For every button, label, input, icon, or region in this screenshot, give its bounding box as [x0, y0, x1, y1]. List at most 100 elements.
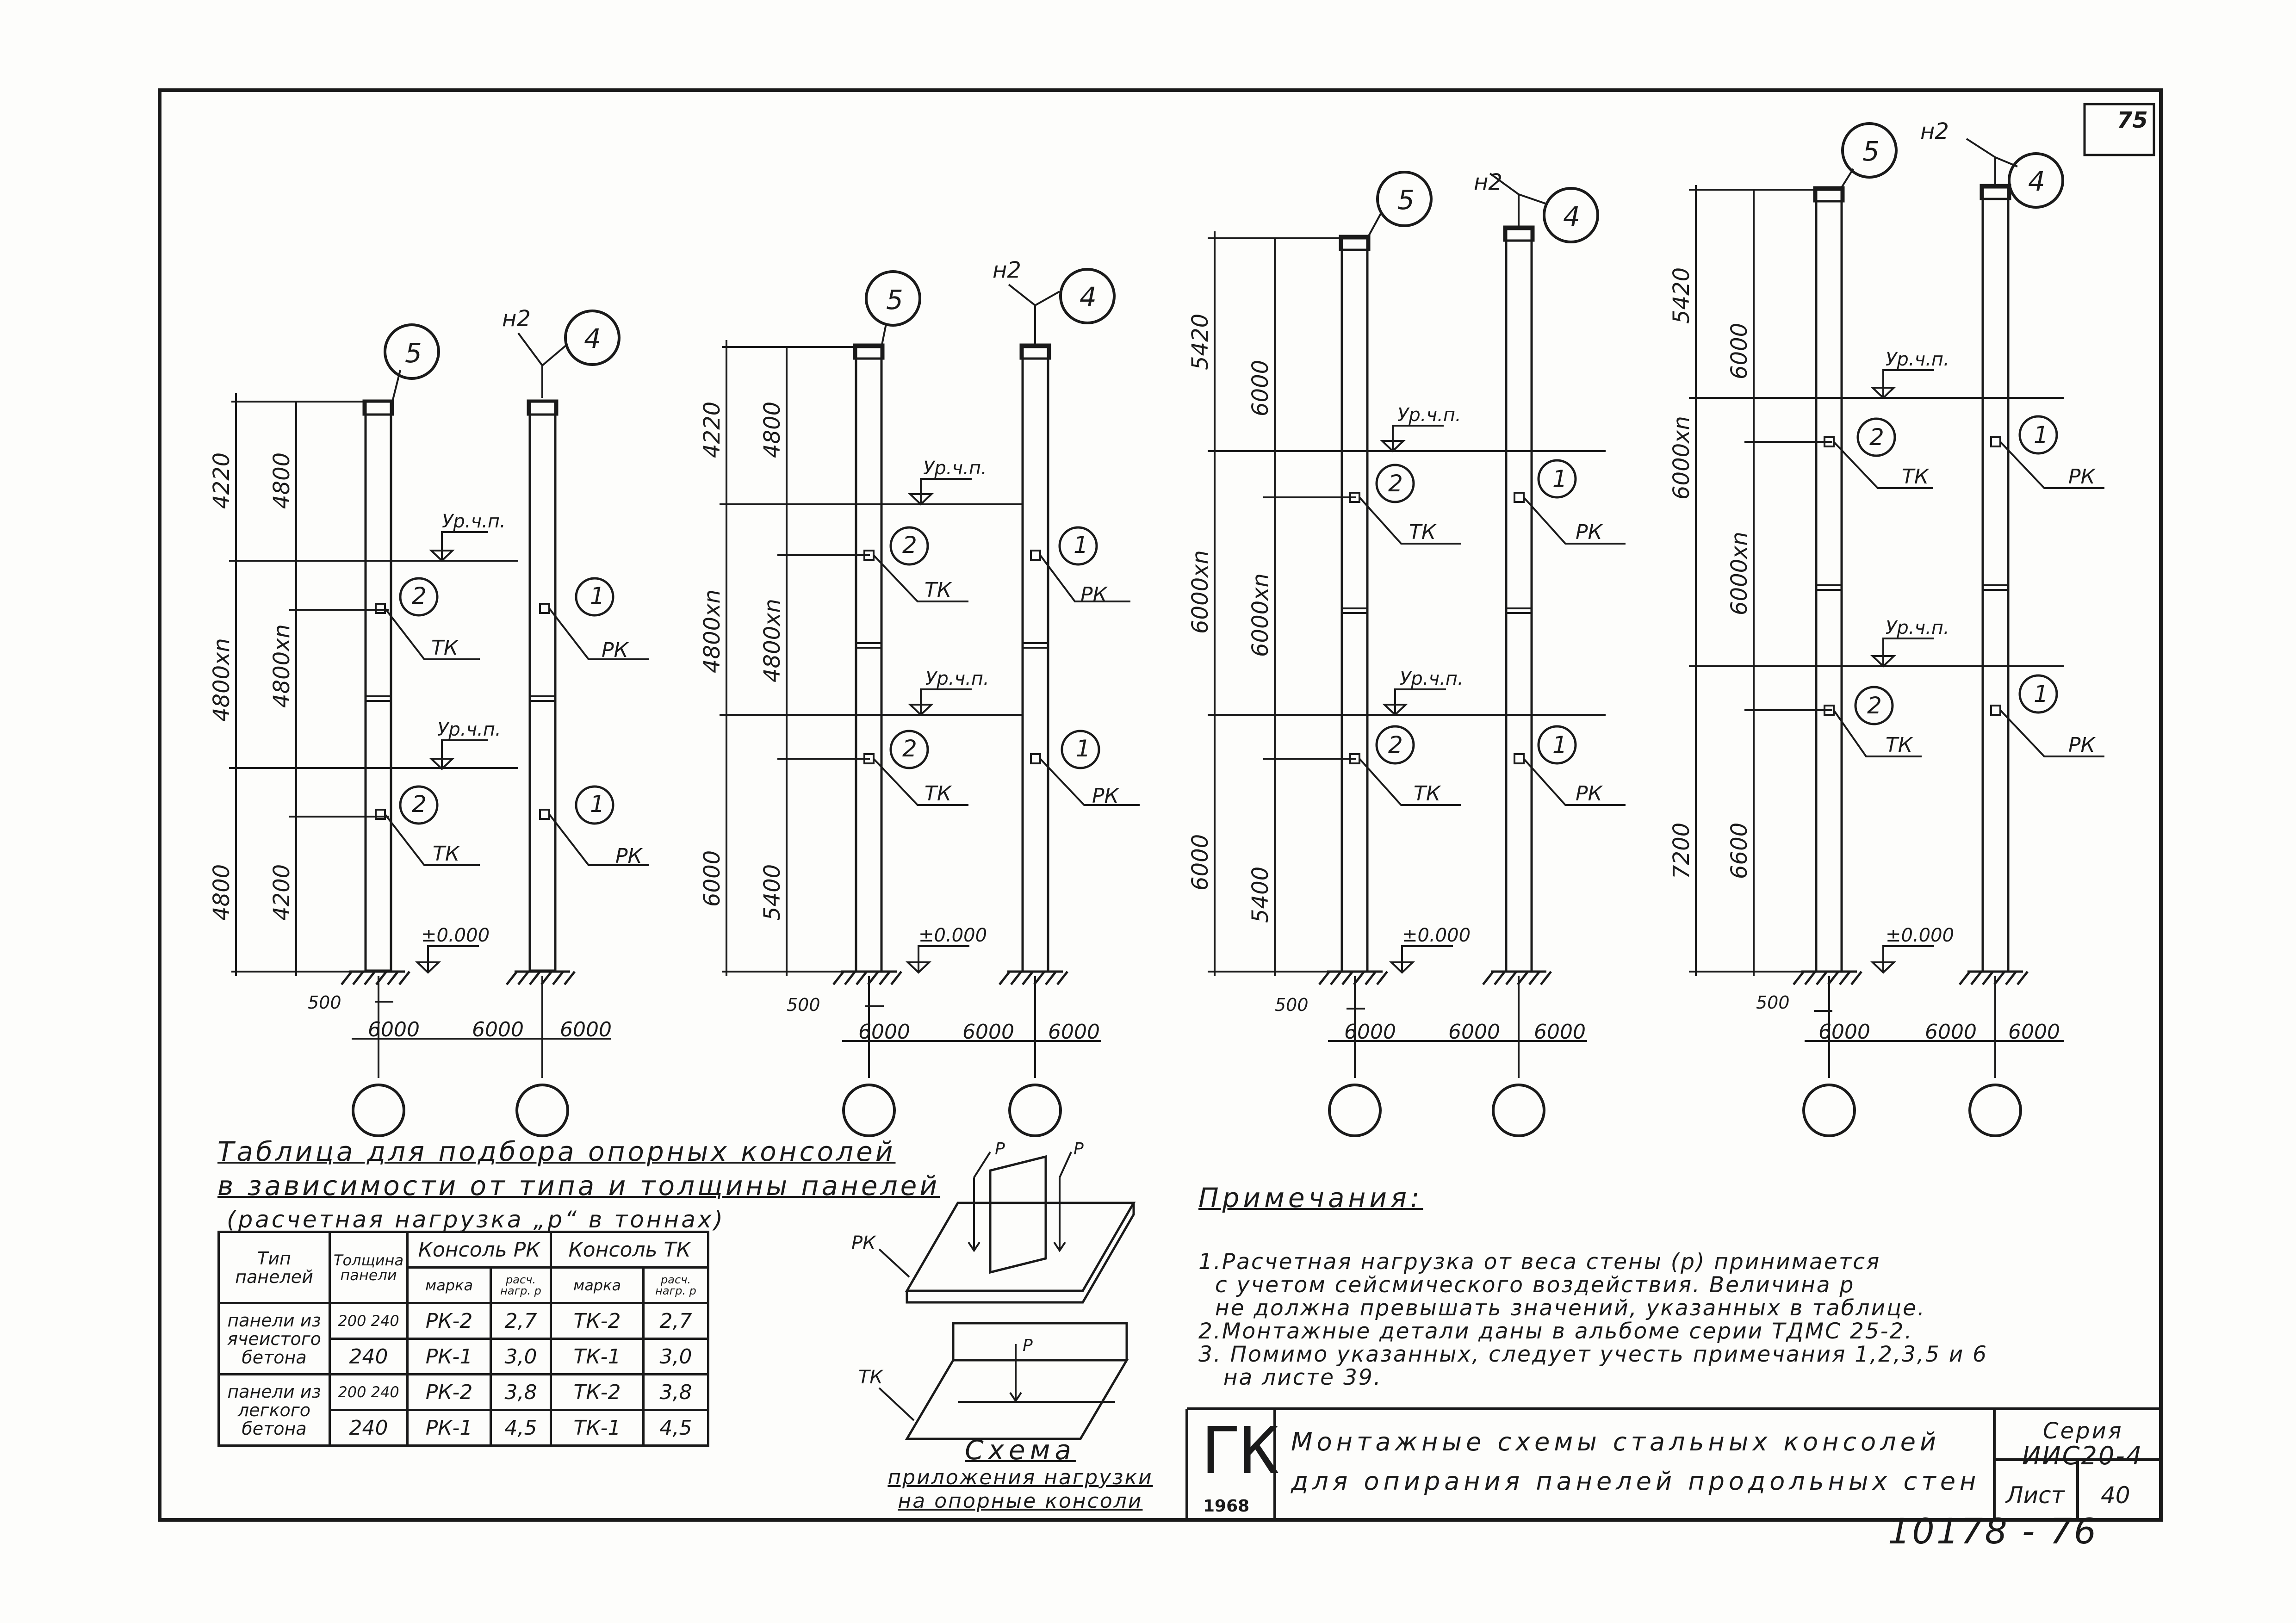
svg-text:6000хn: 6000хn: [1187, 550, 1213, 634]
svg-text:6000: 6000: [699, 850, 725, 907]
header-console-tk: Консоль ТК: [550, 1231, 710, 1269]
svg-text:н2: н2: [993, 257, 1021, 283]
svg-text:6000: 6000: [560, 1018, 612, 1041]
series-label: Серия: [2043, 1418, 2123, 1444]
table-title-line-2: в зависимости от типа и толщины панелей: [217, 1170, 940, 1202]
svg-text:РК: РК: [851, 1233, 876, 1254]
svg-text:РК: РК: [1092, 784, 1120, 808]
svg-text:1: 1: [1552, 465, 1567, 492]
svg-text:5: 5: [405, 337, 422, 369]
schema-caption-line-3: на опорные консоли: [898, 1489, 1143, 1513]
svg-text:2: 2: [1388, 731, 1403, 758]
svg-text:6000: 6000: [1925, 1020, 1977, 1044]
svg-text:ТК: ТК: [858, 1367, 883, 1388]
svg-text:4800: 4800: [269, 452, 295, 509]
svg-text:4: 4: [584, 323, 601, 354]
sheet-value: 40: [2101, 1482, 2130, 1509]
svg-text:6000хn: 6000хn: [1247, 573, 1273, 657]
svg-text:1: 1: [1074, 532, 1088, 558]
header-mark-rk: марка: [406, 1266, 492, 1304]
svg-text:5400: 5400: [759, 864, 785, 921]
svg-text:Р: Р: [1023, 1336, 1033, 1355]
svg-text:6000хn: 6000хn: [1726, 532, 1752, 615]
svg-text:4800хn: 4800хn: [269, 624, 295, 708]
page-number: 75: [2117, 107, 2148, 133]
header-mark-tk: марка: [550, 1266, 645, 1304]
type-light-concrete: панели из легкого бетона: [217, 1373, 331, 1447]
svg-text:6000: 6000: [1726, 323, 1752, 379]
header-console-rk: Консоль РК: [406, 1231, 552, 1269]
svg-text:6000хn: 6000хn: [1669, 416, 1694, 500]
archive-number: 10178 - 76: [1888, 1511, 2098, 1552]
header-load-tk: расч. нагр. р: [642, 1266, 710, 1304]
svg-text:4800хn: 4800хn: [209, 638, 235, 722]
svg-text:2: 2: [902, 735, 917, 762]
svg-text:ТК: ТК: [1414, 782, 1441, 805]
svg-text:6000: 6000: [1187, 834, 1213, 891]
svg-text:ТК: ТК: [433, 842, 460, 866]
svg-text:6000: 6000: [1448, 1020, 1500, 1044]
drawing-title-line-1: Монтажные схемы стальных консолей: [1291, 1427, 1941, 1456]
svg-text:Ур.ч.п.: Ур.ч.п.: [442, 511, 506, 532]
table-row: 240 РК-1 4,5 ТК-1 4,5: [219, 1409, 710, 1447]
svg-text:500: 500: [308, 992, 341, 1013]
sheet-frame: [158, 88, 2163, 1522]
header-load-rk: расч. нагр. р: [490, 1266, 552, 1304]
svg-text:±0.000: ±0.000: [421, 925, 490, 946]
svg-text:4: 4: [2028, 166, 2045, 197]
svg-text:4200: 4200: [269, 864, 295, 921]
drawing-title-line-2: для опирания панелей продольных стен: [1291, 1467, 1980, 1496]
svg-text:5: 5: [886, 284, 903, 316]
svg-text:ТК: ТК: [1886, 733, 1913, 757]
svg-text:Р: Р: [995, 1140, 1005, 1158]
svg-text:н2: н2: [1920, 118, 1949, 144]
svg-text:РК: РК: [1576, 782, 1603, 805]
svg-text:6000: 6000: [858, 1020, 910, 1044]
svg-text:2: 2: [902, 532, 917, 558]
svg-text:4800хn: 4800хn: [699, 589, 725, 673]
svg-text:Ур.ч.п.: Ур.ч.п.: [923, 458, 987, 479]
type-aerated-concrete: панели из ячеистого бетона: [217, 1302, 331, 1375]
svg-text:РК: РК: [602, 638, 629, 662]
svg-text:5420: 5420: [1187, 314, 1213, 370]
svg-text:2: 2: [1867, 692, 1882, 719]
page-number-box: [2083, 103, 2155, 156]
svg-text:2: 2: [1388, 470, 1403, 497]
column-diagram-1: 5 4 н2 2 2 1 1 ТК ТК РК РК Ур.ч.п. Ур.ч.…: [209, 306, 649, 1137]
column-diagram-4: 5 4 н2 2 2 1 1 ТК ТК РК РК Ур.ч.п. Ур.ч.…: [1669, 118, 2104, 1137]
notes-heading: Примечания:: [1198, 1182, 1423, 1214]
svg-text:Ур.ч.п.: Ур.ч.п.: [1886, 617, 1949, 638]
svg-text:500: 500: [1756, 992, 1790, 1013]
svg-text:6000: 6000: [472, 1018, 524, 1041]
year: 1968: [1203, 1497, 1250, 1516]
svg-text:н2: н2: [502, 306, 531, 332]
svg-text:5400: 5400: [1247, 867, 1273, 923]
svg-text:4: 4: [1563, 201, 1580, 232]
svg-text:7200: 7200: [1669, 823, 1694, 879]
svg-text:6000: 6000: [2008, 1020, 2060, 1044]
svg-text:ТК: ТК: [925, 782, 952, 805]
svg-text:1: 1: [1552, 731, 1567, 758]
svg-text:РК: РК: [2068, 733, 2096, 757]
svg-text:4: 4: [1080, 281, 1097, 313]
svg-text:Ур.ч.п.: Ур.ч.п.: [925, 668, 989, 689]
svg-text:Ур.ч.п.: Ур.ч.п.: [1886, 349, 1949, 370]
svg-text:5420: 5420: [1669, 267, 1694, 324]
svg-text:2: 2: [412, 791, 427, 818]
svg-text:6000: 6000: [1534, 1020, 1586, 1044]
note-1: 1.Расчетная нагрузка от веса стены (р) п…: [1198, 1249, 1926, 1321]
table-title: Таблица для подбора опорных консолей в з…: [217, 1136, 940, 1233]
svg-text:1: 1: [2034, 421, 2048, 448]
svg-text:4800: 4800: [759, 402, 785, 458]
schema-caption-line-2: приложения нагрузки: [887, 1466, 1153, 1489]
svg-text:6000: 6000: [1818, 1020, 1870, 1044]
title-block-frame: [1185, 1407, 2161, 1520]
svg-text:±0.000: ±0.000: [1402, 925, 1471, 946]
svg-text:500: 500: [1275, 995, 1309, 1015]
svg-text:1: 1: [2034, 681, 2048, 707]
svg-text:4220: 4220: [699, 402, 725, 458]
column-diagram-2: 5 4 н2 2 2 1 1 ТК ТК РК РК Ур.ч.п. Ур.ч.…: [699, 257, 1140, 1137]
svg-text:1: 1: [590, 582, 605, 609]
svg-text:РК: РК: [615, 844, 643, 868]
svg-text:2: 2: [412, 582, 427, 609]
